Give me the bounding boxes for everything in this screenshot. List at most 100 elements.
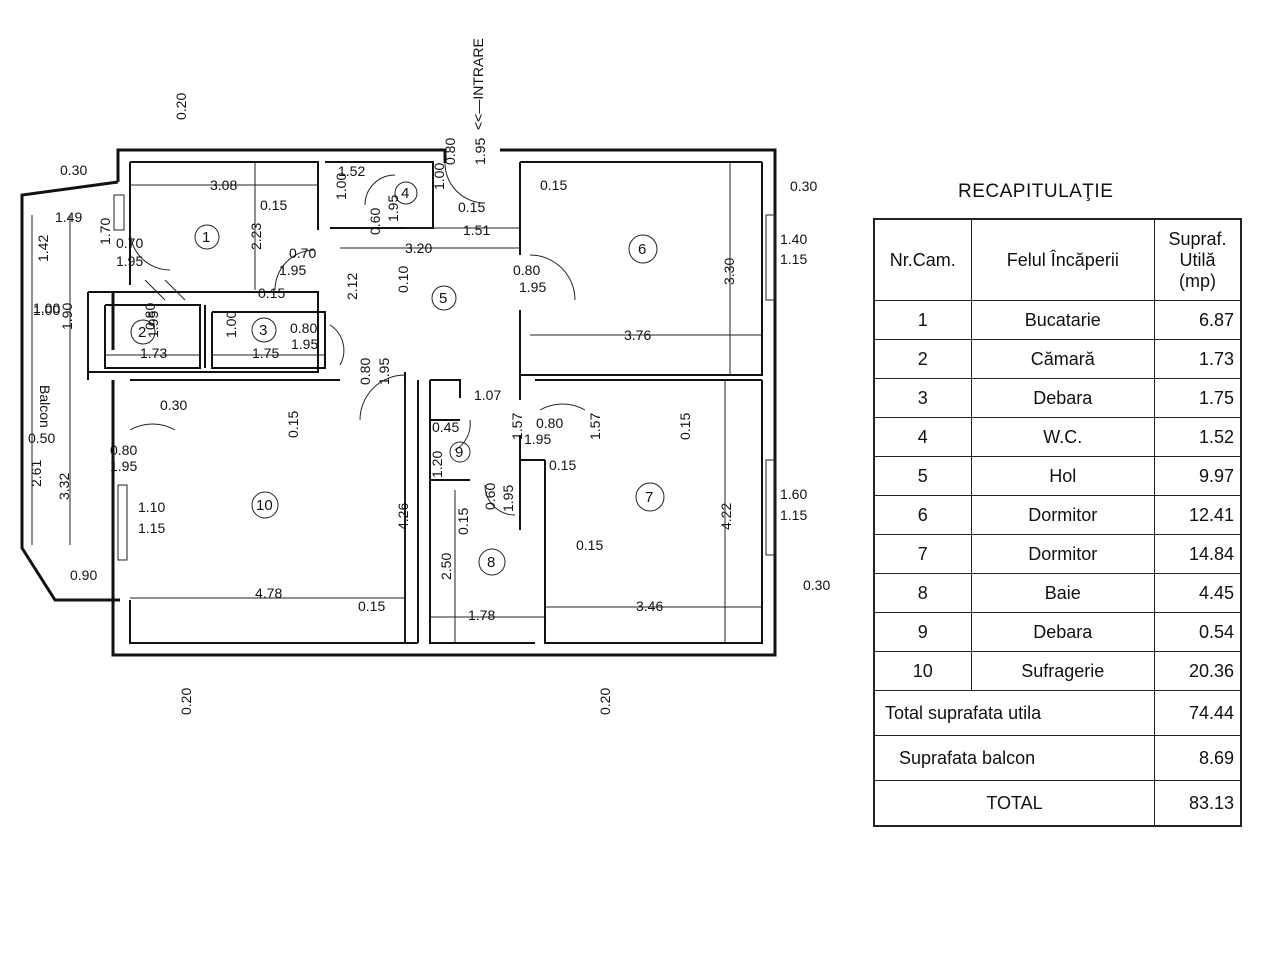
dimension-label: 1.57 bbox=[587, 413, 603, 440]
dimension-label: 0.30 bbox=[160, 397, 187, 413]
dimension-label: 4.78 bbox=[255, 585, 282, 601]
dimension-label: 0.10 bbox=[395, 266, 411, 293]
room-name: Bucatarie bbox=[970, 300, 1156, 340]
room-area: 20.36 bbox=[1154, 651, 1242, 691]
grand-total-label: TOTAL bbox=[873, 780, 1156, 827]
room-name: Hol bbox=[970, 456, 1156, 496]
balcony-label: Balcon bbox=[37, 385, 53, 428]
total-useful-label: Total suprafata utila bbox=[873, 690, 1156, 736]
room-area: 9.97 bbox=[1154, 456, 1242, 496]
room-name: Debara bbox=[970, 612, 1156, 652]
room-name: Cămară bbox=[970, 339, 1156, 379]
room-number: 4 bbox=[873, 417, 972, 457]
room-10-label: 10 bbox=[256, 497, 273, 514]
room-number: 10 bbox=[873, 651, 972, 691]
dimension-label: 1.00 bbox=[33, 302, 60, 318]
dimension-label: 1.78 bbox=[468, 607, 495, 623]
dimension-label: 4.26 bbox=[395, 503, 411, 530]
dimension-label: 0.80 bbox=[357, 358, 373, 385]
grand-total-row: TOTAL 83.13 bbox=[873, 780, 1242, 827]
dimension-label: 2.50 bbox=[438, 553, 454, 580]
dimension-label: 0.15 bbox=[677, 413, 693, 440]
room-name: Debara bbox=[970, 378, 1156, 418]
dimension-label: 4.22 bbox=[718, 503, 734, 530]
dimension-label: 1.95 bbox=[279, 262, 306, 278]
header-name: Felul Încăperii bbox=[970, 218, 1156, 301]
exterior-walls bbox=[20, 148, 777, 657]
dimension-label: 0.90 bbox=[70, 567, 97, 583]
room-number: 6 bbox=[873, 495, 972, 535]
dimension-label: 0.80 bbox=[513, 262, 540, 278]
room-3-label: 3 bbox=[259, 322, 267, 339]
dimension-label: 0.20 bbox=[178, 688, 194, 715]
dimension-label: 0.80 bbox=[110, 442, 137, 458]
dimension-label: 0.80 bbox=[536, 415, 563, 431]
dimension-label: 0.50 bbox=[28, 430, 55, 446]
room-number: 8 bbox=[873, 573, 972, 613]
header-nr: Nr.Cam. bbox=[873, 218, 972, 301]
dimension-label: 3.32 bbox=[56, 473, 72, 500]
dimension-label: 1.95 bbox=[110, 458, 137, 474]
balcony-row: Suprafata balcon 8.69 bbox=[873, 735, 1242, 781]
room-9-label: 9 bbox=[455, 444, 463, 461]
dimension-label: 0.15 bbox=[549, 457, 576, 473]
room-name: Dormitor bbox=[970, 495, 1156, 535]
dimension-label: 2.61 bbox=[28, 460, 44, 487]
dimension-label: 0.30 bbox=[803, 577, 830, 593]
room-name: Dormitor bbox=[970, 534, 1156, 574]
room-name: Baie bbox=[970, 573, 1156, 613]
room-number: 9 bbox=[873, 612, 972, 652]
header-area: Supraf. Utilă (mp) bbox=[1154, 218, 1242, 301]
balcony-area-value: 8.69 bbox=[1154, 735, 1242, 781]
room-number: 2 bbox=[873, 339, 972, 379]
dimension-label: 0.15 bbox=[358, 598, 385, 614]
room-name: Sufragerie bbox=[970, 651, 1156, 691]
dimension-label: 1.00 bbox=[431, 163, 447, 190]
recap-table: Nr.Cam. Felul Încăperii Supraf. Utilă (m… bbox=[873, 218, 1242, 827]
dimension-label: 1.70 bbox=[97, 218, 113, 245]
dimension-label: 1.95 bbox=[519, 279, 546, 295]
dimension-label: 0.70 bbox=[289, 245, 316, 261]
dimension-label: 1.73 bbox=[140, 345, 167, 361]
dimension-label: 2.23 bbox=[248, 223, 264, 250]
dimension-label: 3.46 bbox=[636, 598, 663, 614]
room-2-label: 2 bbox=[138, 324, 146, 341]
dimension-label: 0.15 bbox=[455, 508, 471, 535]
dimension-label: 0.15 bbox=[576, 537, 603, 553]
recap-header-row: Nr.Cam. Felul Încăperii Supraf. Utilă (m… bbox=[873, 218, 1242, 301]
dimension-label: 0.15 bbox=[285, 411, 301, 438]
dimension-label: 1.15 bbox=[780, 251, 807, 267]
dimension-label: 0.45 bbox=[432, 419, 459, 435]
dimension-label: 1.95 bbox=[472, 138, 488, 165]
dimension-label: 1.15 bbox=[138, 520, 165, 536]
interior-walls bbox=[87, 161, 763, 644]
room-markers: 1 2 3 4 5 6 7 8 9 10 bbox=[130, 181, 665, 576]
dimension-label: 0.15 bbox=[258, 285, 285, 301]
room-name: W.C. bbox=[970, 417, 1156, 457]
total-useful-value: 74.44 bbox=[1154, 690, 1242, 736]
total-useful-row: Total suprafata utila 74.44 bbox=[873, 690, 1242, 736]
dimension-label: 1.95 bbox=[291, 336, 318, 352]
dimension-label: 1.42 bbox=[35, 235, 51, 262]
room-8-label: 8 bbox=[487, 554, 495, 571]
dimension-label: 0.80 bbox=[142, 303, 158, 330]
dimension-label: 1.90 bbox=[59, 303, 75, 330]
dimension-label: 0.20 bbox=[173, 93, 189, 120]
dimension-label: 0.20 bbox=[597, 688, 613, 715]
dimension-label: 0.15 bbox=[458, 199, 485, 215]
dimension-label: 0.70 bbox=[116, 235, 143, 251]
room-area: 6.87 bbox=[1154, 300, 1242, 340]
dimension-label: 1.00 bbox=[333, 173, 349, 200]
dimension-label: 1.95 bbox=[376, 358, 392, 385]
room-area: 1.73 bbox=[1154, 339, 1242, 379]
room-5-label: 5 bbox=[439, 290, 447, 307]
dimension-label: 1.60 bbox=[780, 486, 807, 502]
room-4-label: 4 bbox=[401, 185, 409, 202]
